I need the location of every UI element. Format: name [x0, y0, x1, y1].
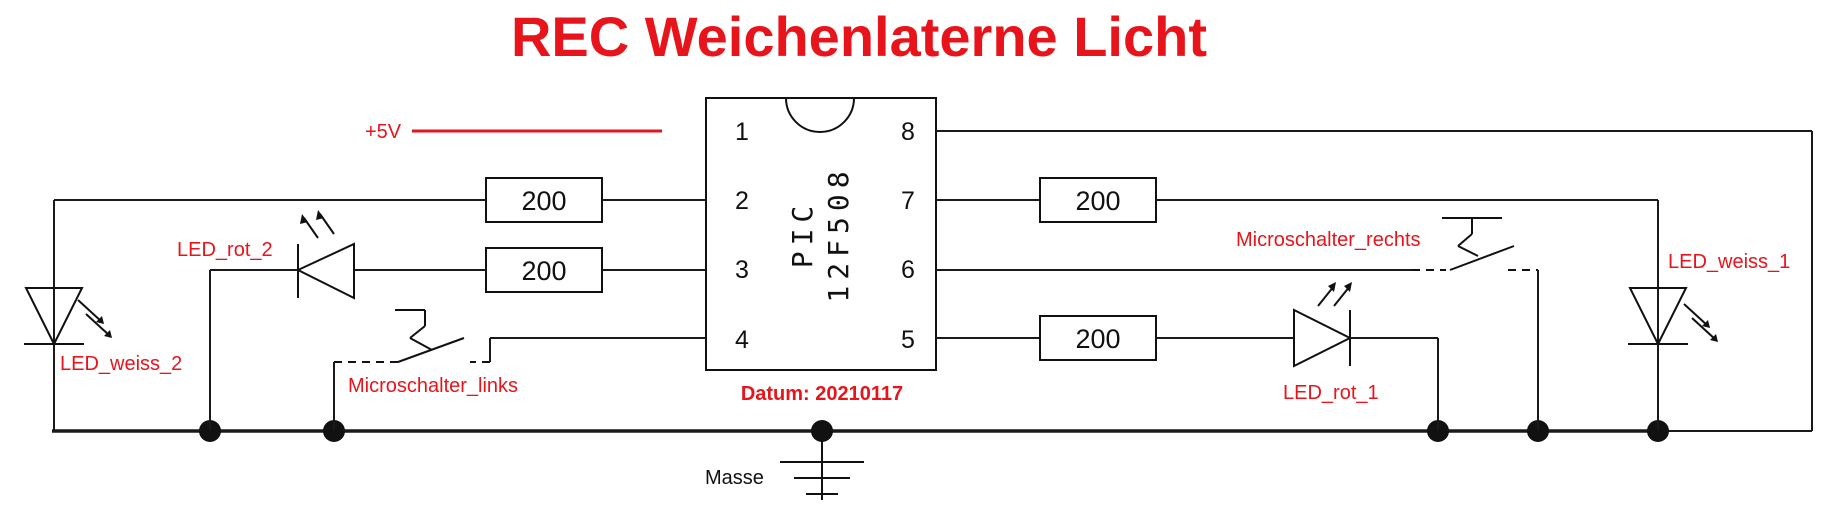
- led-rot-2-symbol: [295, 210, 355, 300]
- resistor-pin2-value: 200: [521, 186, 566, 216]
- pin-7-label: 7: [901, 187, 915, 215]
- led-rot-1-label: LED_rot_1: [1283, 382, 1379, 404]
- chip-notch: [785, 97, 855, 133]
- schematic-title: REC Weichenlaterne Licht: [511, 5, 1207, 68]
- led-weiss-2-symbol: [24, 287, 112, 347]
- junction-dot: [811, 420, 833, 442]
- date-label: Datum: 20210117: [741, 383, 903, 405]
- resistor-pin5-value: 200: [1075, 324, 1120, 354]
- chip-name-line2: 12F508: [822, 165, 855, 302]
- microschalter-rechts-label: Microschalter_rechts: [1236, 229, 1421, 251]
- led-weiss-2-label: LED_weiss_2: [60, 353, 182, 375]
- pin-4-label: 4: [735, 326, 749, 354]
- led-rot-1-symbol: [1293, 282, 1353, 368]
- microschalter-links-label: Microschalter_links: [348, 375, 518, 397]
- chip-body: [705, 97, 937, 371]
- pic-chip: PIC 12F508 1 2 3 4 8 7 6 5: [705, 97, 937, 371]
- microschalter-links-symbol: [334, 309, 490, 363]
- led-weiss-1-symbol: [1628, 287, 1718, 347]
- microschalter-rechts-symbol: [1412, 217, 1538, 271]
- pin-1-label: 1: [735, 118, 749, 146]
- resistor-pin3-value: 200: [521, 256, 566, 286]
- pin-2-label: 2: [735, 187, 749, 215]
- led-rot-2-label: LED_rot_2: [177, 239, 273, 261]
- pin-3-label: 3: [735, 256, 749, 284]
- led-weiss-1-label: LED_weiss_1: [1668, 251, 1790, 273]
- pin-8-label: 8: [901, 118, 915, 146]
- chip-name-line1: PIC: [786, 200, 819, 269]
- supply-label: +5V: [365, 121, 402, 143]
- pin-5-label: 5: [901, 326, 915, 354]
- resistor-pin7-value: 200: [1075, 186, 1120, 216]
- pin-6-label: 6: [901, 256, 915, 284]
- ground-label: Masse: [705, 467, 764, 489]
- ground-symbol: [780, 431, 864, 500]
